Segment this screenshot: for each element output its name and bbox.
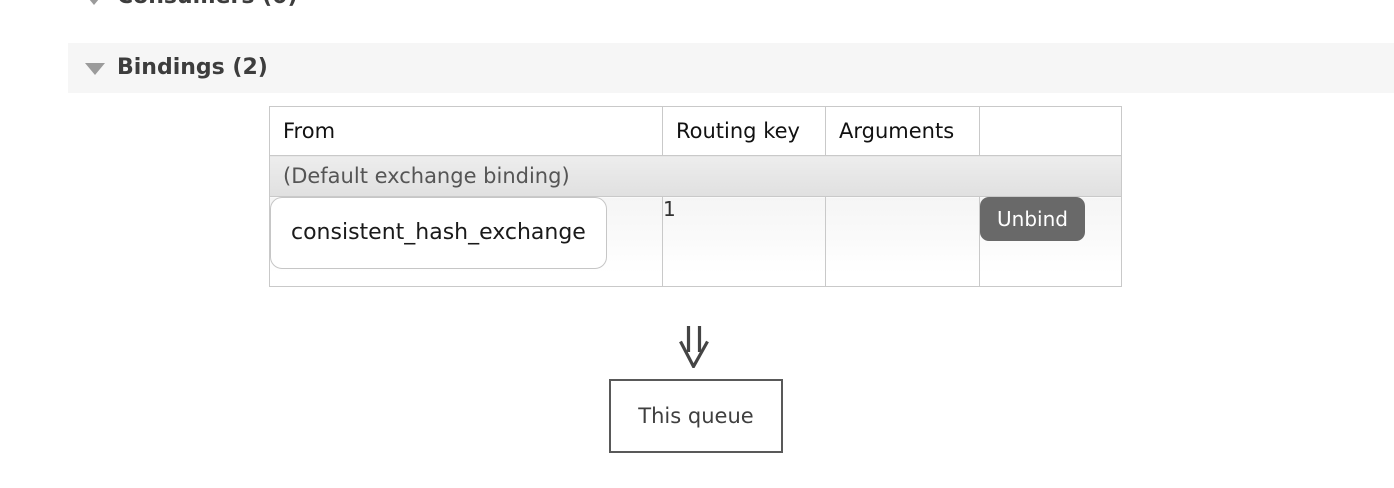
column-header-from: From — [269, 106, 663, 156]
binding-action-cell: Unbind — [979, 196, 1122, 287]
default-exchange-binding-row: (Default exchange binding) — [269, 155, 1122, 197]
this-queue-box: This queue — [609, 379, 783, 453]
bindings-collapse-triangle-icon[interactable] — [85, 63, 105, 75]
binding-arguments-cell — [825, 196, 980, 287]
column-header-arguments: Arguments — [825, 106, 980, 156]
column-header-routing-key: Routing key — [662, 106, 826, 156]
consumers-section-heading[interactable]: Consumers (0) — [117, 0, 298, 10]
bindings-section-header: Bindings (2) — [68, 43, 1394, 93]
consumers-collapse-triangle-icon[interactable] — [84, 0, 104, 5]
bindings-table-header-row: From Routing key Arguments — [269, 106, 1122, 156]
default-exchange-binding-label: (Default exchange binding) — [269, 155, 1122, 197]
binding-row: consistent_hash_exchange 1 Unbind — [269, 196, 1122, 287]
source-exchange-link[interactable]: consistent_hash_exchange — [270, 197, 607, 269]
column-header-actions — [979, 106, 1122, 156]
binding-routing-key-cell: 1 — [662, 196, 826, 287]
unbind-button[interactable]: Unbind — [980, 197, 1085, 241]
bindings-table: From Routing key Arguments (Default exch… — [269, 106, 1122, 287]
binding-from-cell: consistent_hash_exchange — [269, 196, 663, 287]
double-down-arrow-icon — [679, 324, 709, 370]
bindings-section-heading[interactable]: Bindings (2) — [117, 55, 268, 80]
